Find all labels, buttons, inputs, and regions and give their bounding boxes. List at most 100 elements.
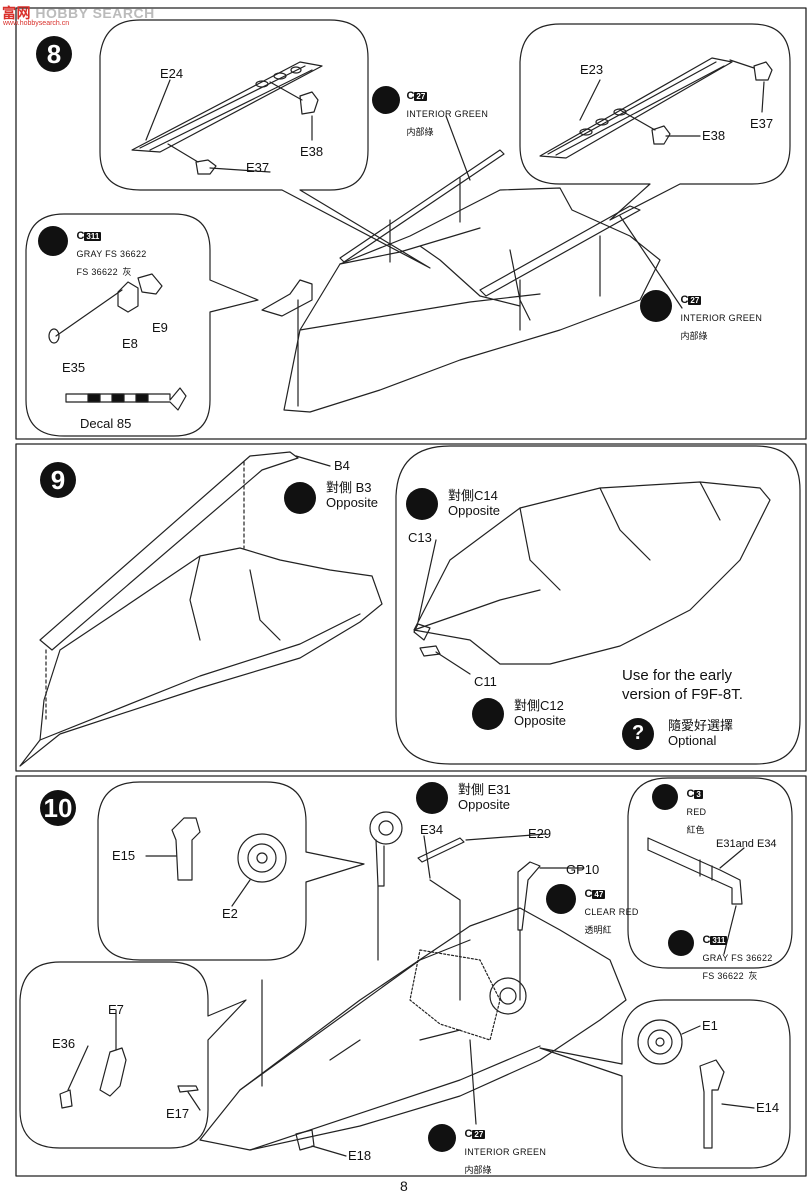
wheel-well-area [409, 949, 501, 1041]
paint-brush-icon [428, 1124, 456, 1152]
label-decal-85: Decal 85 [80, 416, 132, 431]
label-e31-e34: E31and E34 [716, 838, 777, 850]
watermark-cn: 富网 [2, 5, 31, 21]
e23-detail-bubble [519, 23, 791, 221]
opposite-c14: 對側C14 Opposite [448, 488, 501, 518]
step-number-10: 10 [40, 790, 76, 826]
e8-part [117, 281, 139, 313]
e38b-part [651, 125, 671, 145]
opposite-arrow-icon [416, 782, 448, 814]
e15-strut [171, 817, 201, 881]
e24-part [131, 61, 323, 153]
e1-wheel [637, 1019, 683, 1065]
label-gp10: GP10 [566, 862, 600, 877]
e36-part [59, 1089, 73, 1109]
side-panel-step8 [479, 205, 641, 297]
label-e15: E15 [112, 848, 136, 863]
opposite-c12: 對側C12 Opposite [514, 698, 567, 728]
paint-brush-icon [652, 784, 678, 810]
label-e34: E34 [420, 822, 444, 837]
label-e23: E23 [580, 62, 604, 77]
page-number: 8 [400, 1178, 408, 1194]
fuselage-half-left-step9 [19, 547, 383, 767]
opposite-arrow-icon [472, 698, 504, 730]
question-icon: ? [632, 722, 645, 744]
optional-label: 隨愛好選擇 Optional [668, 718, 734, 748]
label-e2: E2 [222, 906, 238, 921]
e2-wheel [237, 833, 287, 883]
watermark: 富网 HOBBY SEARCH [2, 3, 155, 23]
paint-brush-icon [372, 86, 400, 114]
fuselage-half-right-step9 [413, 481, 771, 665]
e9-part [137, 273, 163, 295]
optional-circle [622, 718, 654, 750]
label-e18: E18 [348, 1148, 372, 1163]
paint-brush-icon [668, 930, 694, 956]
e34-strut [375, 839, 385, 887]
label-e29: E29 [528, 826, 552, 841]
label-e9: E9 [152, 320, 168, 335]
e17-part [177, 1085, 199, 1093]
label-c11: C11 [474, 674, 497, 689]
watermark-url: www.hobbysearch.cn [3, 20, 70, 27]
b4-part [39, 451, 299, 651]
paint-brush-icon [38, 226, 68, 256]
e14-strut [699, 1059, 725, 1149]
label-e35: E35 [62, 360, 86, 375]
label-e24: E24 [160, 66, 184, 81]
e15-detail-bubble [97, 781, 365, 961]
gp10-part [517, 861, 541, 931]
small-part-step8 [261, 279, 313, 317]
e35-rod [55, 289, 123, 337]
fuselage-step10 [199, 907, 627, 1151]
main-wheel-installed [489, 977, 527, 1015]
step-number-9: 9 [40, 462, 76, 498]
label-e36: E36 [52, 1036, 76, 1051]
label-e37-right: E37 [750, 116, 774, 131]
label-e37-left: E37 [246, 160, 270, 175]
label-e8: E8 [122, 336, 138, 351]
e29-part [417, 837, 465, 863]
e7-detail-bubble [19, 961, 247, 1149]
label-e17: E17 [166, 1106, 190, 1121]
e8-detail-bubble [25, 213, 259, 437]
e7-part [99, 1047, 127, 1097]
step-number-8: 8 [36, 36, 72, 72]
label-e38-right: E38 [702, 128, 726, 143]
e37-part [195, 159, 217, 175]
e37b-part [753, 61, 773, 81]
e18-part [295, 1129, 315, 1151]
c14-detail-bubble [395, 445, 801, 765]
early-version-note: Use for the early version of F9F-8T. [622, 667, 743, 703]
label-e1: E1 [702, 1018, 718, 1033]
c11-part [419, 645, 441, 657]
e38-part [299, 91, 319, 115]
opposite-b3: 對側 B3 Opposite [326, 480, 379, 510]
e24-detail-bubble [99, 19, 431, 269]
paint-brush-icon [546, 884, 576, 914]
c3-detail-bubble [627, 777, 793, 969]
paint-brush-icon [640, 290, 672, 322]
opposite-arrow-icon [284, 482, 316, 514]
step-10-frame [15, 775, 807, 1177]
label-c13: C13 [408, 530, 432, 545]
opposite-e31: 對側 E31 Opposite [458, 782, 511, 812]
opposite-arrow-icon [406, 488, 438, 520]
label-b4: B4 [334, 458, 350, 473]
e31-rod [429, 879, 461, 1001]
e31-e34-strut [647, 837, 743, 905]
upper-panel-step8 [339, 149, 505, 263]
fuselage-half-step8 [283, 187, 661, 413]
nose-wheel-installed [369, 811, 403, 845]
label-e14: E14 [756, 1100, 780, 1115]
step-9-frame [15, 443, 807, 772]
label-e38-left: E38 [300, 144, 324, 159]
